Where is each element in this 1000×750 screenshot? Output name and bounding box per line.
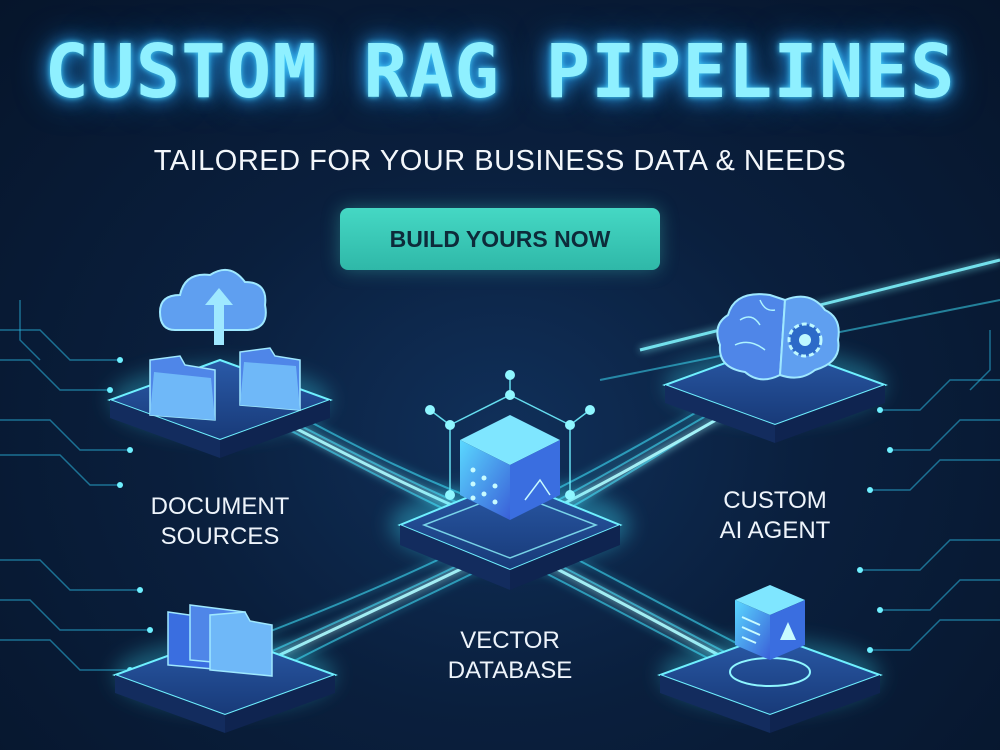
build-yours-now-button[interactable]: BUILD YOURS NOW (340, 208, 660, 270)
folders-icon (167, 604, 273, 677)
document-sources-label-line1: DOCUMENT (150, 493, 290, 520)
vector-database-label-line2: DATABASE (447, 657, 573, 684)
document-cube-icon (735, 585, 805, 660)
vector-cube (425, 370, 595, 520)
custom-ai-agent-label-line2: AI AGENT (719, 517, 831, 544)
vector-db-platform (390, 478, 630, 590)
document-sources-label: DOCUMENT SOURCES (110, 492, 330, 552)
custom-ai-agent-label-line1: CUSTOM (723, 487, 827, 514)
brain-gear-icon (716, 293, 840, 381)
vector-database-label-line1: VECTOR (460, 627, 560, 654)
cloud-upload-folders-icon (149, 268, 301, 421)
vector-database-label: VECTOR DATABASE (420, 626, 600, 686)
output-platform (657, 633, 883, 733)
document-sources-label-line2: SOURCES (160, 523, 280, 550)
page-title: CUSTOM RAG PIPELINES (44, 29, 956, 115)
custom-ai-agent-label: CUSTOM AI AGENT (680, 486, 870, 546)
page-subtitle: TAILORED FOR YOUR BUSINESS DATA & NEEDS (153, 145, 847, 177)
ai-agent-platform (662, 343, 888, 443)
